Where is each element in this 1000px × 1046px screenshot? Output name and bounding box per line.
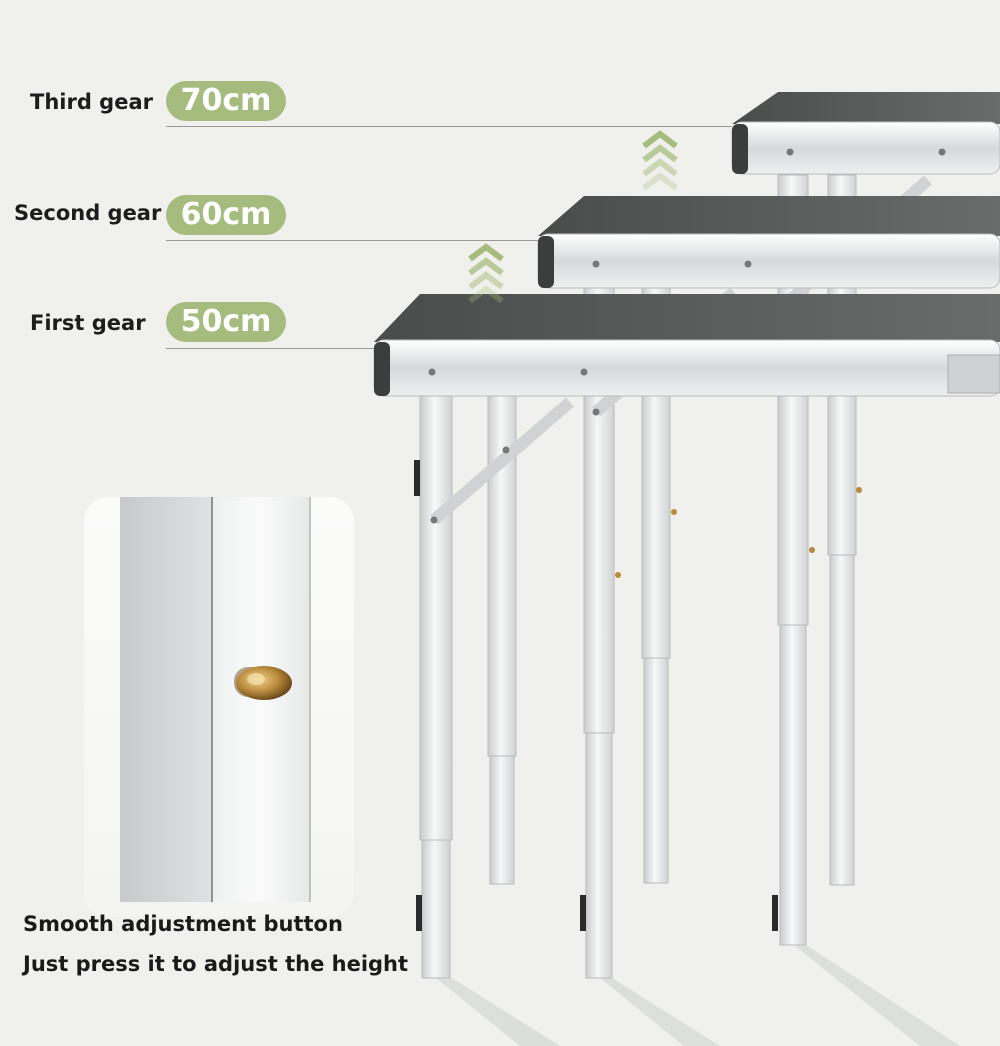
gear-label-second: Second gear [14, 201, 162, 225]
floor-shadows [436, 945, 960, 1046]
guide-line-first [166, 348, 374, 349]
gear-height-second: 60cm [166, 195, 286, 235]
caption-line-2: Just press it to adjust the height [23, 952, 409, 976]
gear-label-first: First gear [30, 311, 146, 335]
up-chevron-arrow-icon [468, 243, 504, 304]
caption-line-1: Smooth adjustment button [23, 912, 343, 936]
gear-height-first: 50cm [166, 302, 286, 342]
adjustment-button-closeup [84, 497, 354, 917]
gear-label-third: Third gear [30, 90, 153, 114]
up-chevron-arrow-icon [642, 130, 678, 191]
guide-line-second [166, 240, 538, 241]
guide-line-third [166, 126, 732, 127]
gear-height-third: 70cm [166, 81, 286, 121]
table-first-gear [373, 294, 1000, 979]
table-third-gear [731, 92, 1000, 946]
leg-closeup-illustration [120, 497, 311, 902]
